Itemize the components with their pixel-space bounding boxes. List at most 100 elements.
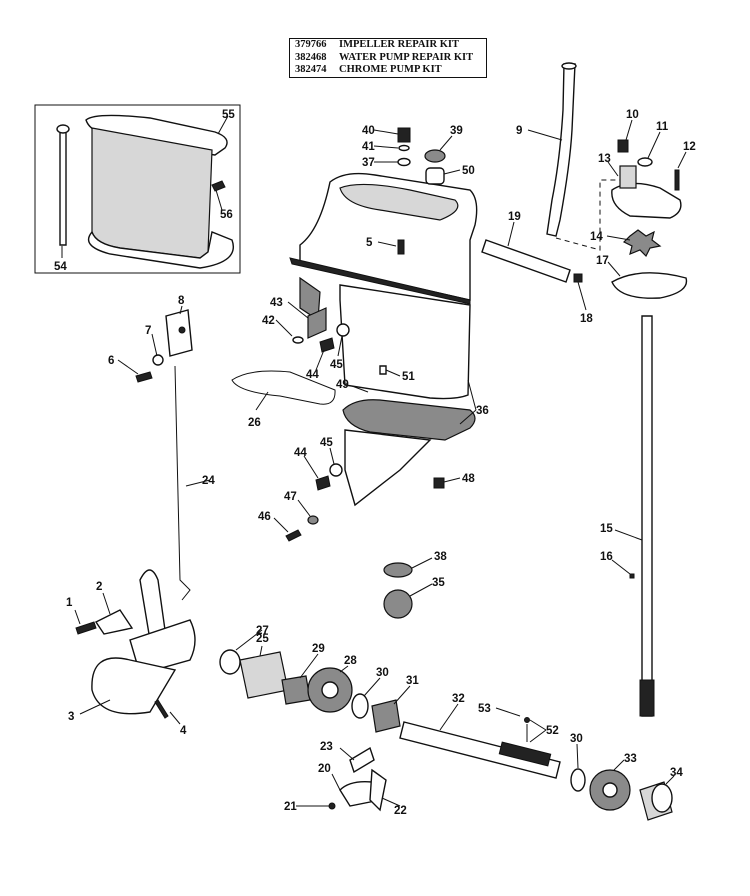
housing-bottom-flange — [87, 230, 234, 269]
gearcase-assembly — [289, 172, 478, 507]
lead-14 — [606, 235, 631, 241]
gearcase-body — [339, 284, 471, 400]
lead-6 — [117, 359, 139, 375]
lead-32 — [439, 703, 459, 731]
lead-29 — [299, 653, 319, 679]
connector-8 — [165, 309, 193, 357]
legend-name: WATER PUMP REPAIR KIT — [339, 51, 474, 63]
part-43 — [307, 307, 327, 339]
callout-45a: 45 — [330, 359, 343, 371]
legend-code: 382468 — [295, 51, 327, 63]
lead-52 — [529, 719, 547, 743]
callout-47: 47 — [284, 491, 297, 503]
lead-31 — [393, 685, 411, 705]
shift-lever-23 — [349, 746, 375, 774]
bushing-29 — [281, 675, 311, 705]
legend-name: IMPELLER REPAIR KIT — [339, 39, 459, 50]
callout-33: 33 — [624, 753, 637, 765]
lead-55 — [217, 115, 229, 135]
lead-36 — [459, 379, 477, 425]
lead-39 — [439, 135, 453, 151]
lead-24 — [185, 479, 211, 487]
gear-28-bore — [321, 681, 339, 699]
lead-15 — [614, 529, 643, 541]
callout-24: 24 — [202, 475, 215, 487]
callout-numbers: 1 2 3 4 5 6 7 8 9 10 11 12 13 14 15 16 1… — [54, 109, 696, 817]
tube-routing-line — [555, 179, 620, 251]
lead-5 — [377, 241, 397, 247]
long-bolt-54 — [59, 127, 67, 246]
callout-14: 14 — [590, 231, 603, 243]
bolt-head — [56, 124, 70, 134]
callout-16: 16 — [600, 551, 613, 563]
shift-rod-24 — [174, 365, 191, 601]
callout-20: 20 — [318, 763, 331, 775]
plate-19 — [481, 239, 571, 283]
lead-26 — [255, 391, 269, 411]
callout-53: 53 — [478, 703, 491, 715]
washer-38 — [383, 562, 413, 578]
part-37 — [397, 157, 411, 167]
lower-unit-skeg — [344, 429, 432, 507]
plug-44b — [315, 475, 331, 491]
callout-35: 35 — [432, 577, 445, 589]
callout-44b: 44 — [294, 447, 307, 459]
washer-45b — [329, 463, 343, 477]
lead-3 — [79, 699, 111, 715]
lead-56 — [215, 189, 223, 211]
screw-46 — [285, 529, 302, 542]
lead-44b — [303, 455, 319, 479]
screw-48 — [433, 477, 445, 489]
lead-33 — [613, 759, 625, 771]
prop-blade-upper — [139, 569, 166, 642]
propeller-group — [75, 569, 196, 719]
seal-26 — [231, 370, 336, 405]
lead-47 — [297, 499, 311, 517]
parts-kit-legend: 379766 IMPELLER REPAIR KIT 382468 WATER … — [289, 38, 487, 78]
lead-30a — [363, 677, 381, 697]
part-40 — [397, 127, 411, 143]
lead-35 — [409, 583, 433, 597]
cone-2 — [94, 609, 134, 635]
lead-28 — [339, 665, 349, 673]
callout-11: 11 — [656, 121, 669, 133]
prop-hub — [129, 619, 196, 675]
shaft-spline — [639, 679, 655, 717]
callout-21: 21 — [284, 801, 297, 813]
plate-17 — [611, 272, 688, 299]
impeller-14 — [622, 229, 662, 258]
gearcase-split-line — [342, 399, 476, 441]
ball-53a — [524, 717, 530, 723]
callout-31: 31 — [406, 675, 419, 687]
callout-55: 55 — [222, 109, 235, 121]
lead-9 — [527, 129, 563, 141]
shaft-spline-32 — [498, 741, 552, 767]
lead-53 — [495, 707, 521, 717]
callout-56: 56 — [220, 209, 233, 221]
lead-45b — [329, 447, 335, 465]
washer-30b — [570, 768, 586, 792]
lead-17 — [607, 261, 621, 277]
lead-30b — [576, 743, 579, 769]
o-ring-27 — [219, 649, 241, 675]
water-pump-group — [481, 62, 688, 299]
legend-row: 382474 CHROME PUMP KIT — [290, 64, 486, 77]
callout-12: 12 — [683, 141, 696, 153]
callout-45b: 45 — [320, 437, 333, 449]
lead-45a — [337, 335, 343, 357]
pin-16 — [629, 573, 635, 579]
part-50 — [425, 167, 445, 185]
drive-shaft-group — [629, 315, 655, 717]
lead-43 — [287, 301, 309, 319]
legend-row: 379766 IMPELLER REPAIR KIT — [290, 39, 486, 52]
leader-lines — [61, 115, 687, 807]
callout-41: 41 — [362, 141, 375, 153]
callout-25: 25 — [256, 633, 269, 645]
lead-50 — [443, 169, 461, 175]
callout-39: 39 — [450, 125, 463, 137]
lead-10 — [625, 119, 633, 141]
lead-18 — [577, 281, 587, 311]
part-51 — [379, 365, 387, 375]
callout-1: 1 — [66, 597, 73, 609]
